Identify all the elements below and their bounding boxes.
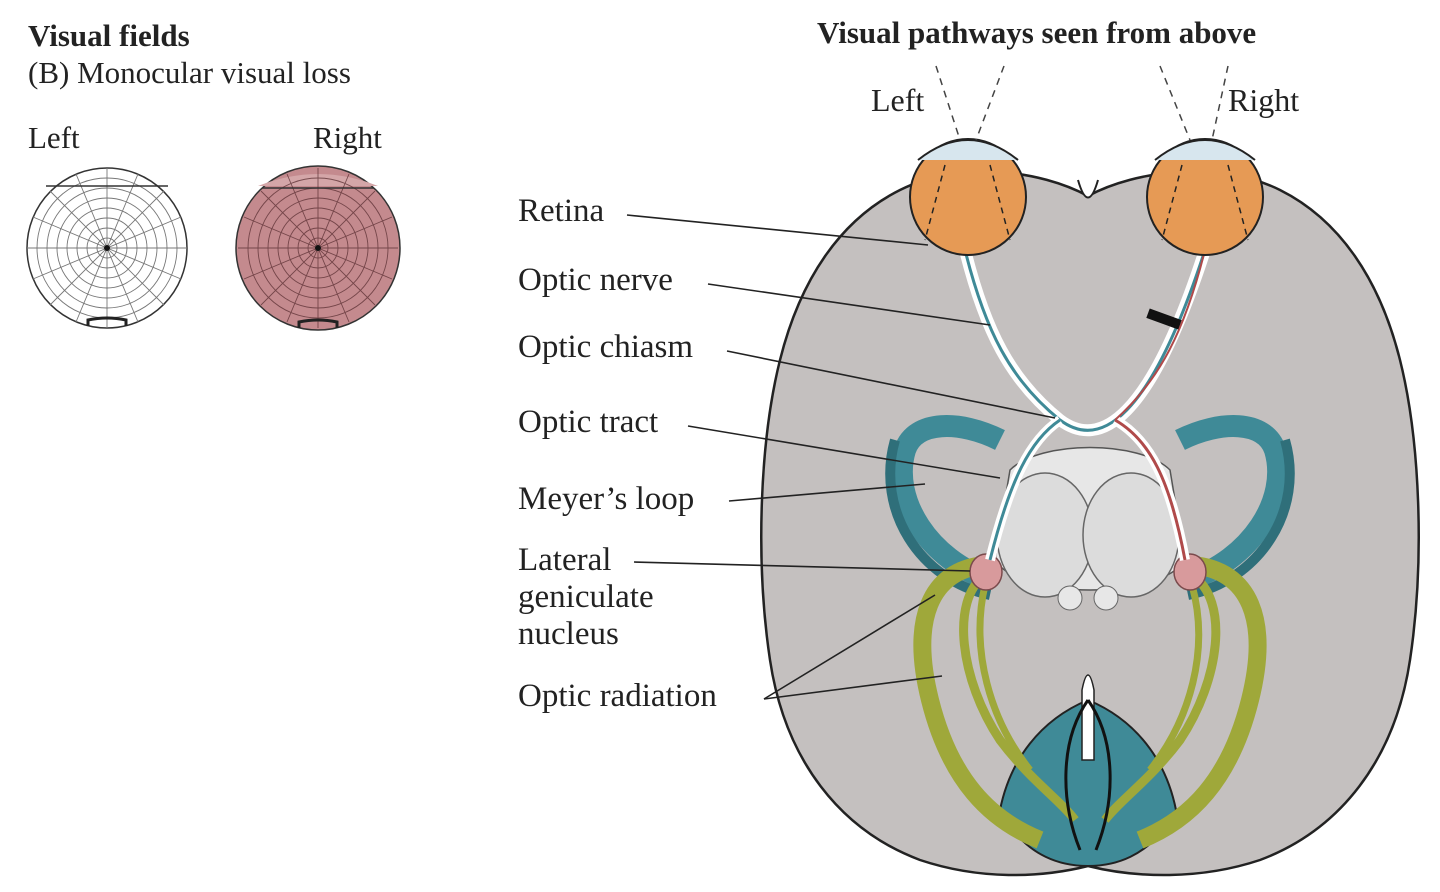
field-left-label: Left bbox=[28, 120, 80, 155]
left-eye bbox=[909, 138, 1027, 256]
lgn-line-3: nucleus bbox=[518, 616, 619, 652]
right-visual-field bbox=[235, 165, 401, 331]
optic-radiation-right bbox=[1101, 556, 1267, 849]
leader-lines bbox=[626, 214, 1056, 700]
label-retina: Retina bbox=[518, 193, 605, 229]
left-visual-field bbox=[26, 167, 188, 329]
lgn-right bbox=[1173, 553, 1207, 591]
label-optic-chiasm: Optic chiasm bbox=[518, 329, 694, 365]
field-right-label: Right bbox=[313, 120, 382, 155]
lgn-line-2: geniculate bbox=[518, 579, 654, 615]
occipital-notch bbox=[1081, 674, 1095, 761]
optic-radiation-left bbox=[913, 556, 1079, 849]
lesion-bar bbox=[1146, 308, 1182, 330]
label-optic-radiation: Optic radiation bbox=[518, 678, 717, 714]
lgn-line-1: Lateral bbox=[518, 542, 612, 578]
lgn-left bbox=[969, 553, 1003, 591]
visual-rays bbox=[935, 65, 1229, 141]
meyers-loop-left bbox=[885, 415, 1005, 600]
visual-fields-subtitle: (B) Monocular visual loss bbox=[28, 55, 351, 90]
pathway-right-label: Right bbox=[1228, 82, 1300, 118]
thalamus bbox=[994, 446, 1186, 611]
occipital-cortex bbox=[998, 698, 1178, 868]
optic-pathway bbox=[959, 248, 1211, 562]
visual-fields-title: Visual fields bbox=[28, 18, 190, 53]
right-eye bbox=[1146, 138, 1264, 256]
pathway-left-label: Left bbox=[871, 82, 925, 118]
label-optic-tract: Optic tract bbox=[518, 404, 659, 440]
label-lateral-geniculate-nucleus: Lateral geniculate nucleus bbox=[518, 542, 654, 653]
meyers-loop-right bbox=[1175, 415, 1295, 600]
label-meyers-loop: Meyer’s loop bbox=[518, 481, 695, 517]
pathways-title: Visual pathways seen from above bbox=[817, 15, 1257, 50]
label-optic-nerve: Optic nerve bbox=[518, 262, 673, 298]
